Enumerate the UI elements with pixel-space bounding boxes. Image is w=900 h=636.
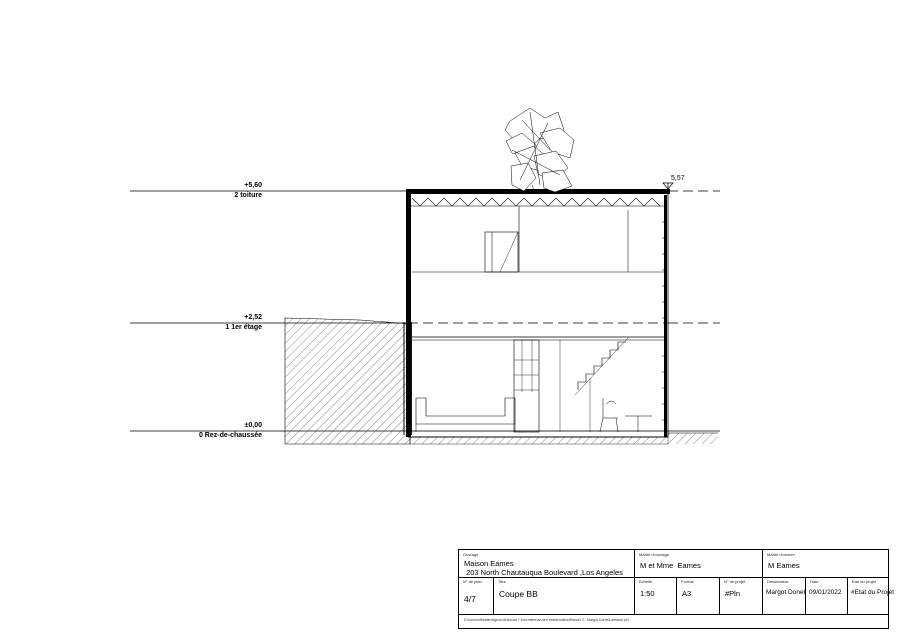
titre-cell: Titre Coupe BB: [493, 577, 634, 614]
projet-value: #Pln: [725, 589, 741, 598]
moa-value: M et Mme Eames: [640, 561, 701, 570]
etat-caption: Etat du projet: [852, 579, 876, 584]
title-block: Ouvrage Maison Eames 203 North Chautauqu…: [458, 549, 894, 629]
level-roof-name: 2 toiture: [234, 192, 262, 199]
date-value: 09/01/2022: [809, 589, 842, 596]
plan-no-value: 4/7: [464, 594, 476, 604]
level-lines: [130, 190, 720, 432]
dessinateur-value: Margot Donet: [766, 589, 806, 596]
projet-caption: N° de projet: [724, 579, 746, 584]
level-ground-value: ±0,00: [244, 422, 262, 429]
etat-value: #Etat du Projet: [851, 589, 894, 596]
roof-level-marker: [662, 182, 674, 190]
echelle-caption: Echelle: [639, 579, 653, 584]
moa-caption: Maître d'ouvrage: [639, 552, 669, 557]
moe-value: M Eames: [768, 561, 800, 570]
plan-no-caption: N° de plan: [463, 579, 482, 584]
ouvrage-name: Maison Eames: [464, 559, 514, 568]
file-path: D:\cours\etheater\signon\Archicad + Arhc…: [464, 618, 629, 622]
roof-mark-label: 5,57: [671, 175, 685, 182]
plan-no-cell: N° de plan 4/7: [459, 577, 493, 614]
etat-cell: Etat du projet #Etat du Projet: [847, 577, 894, 614]
ouvrage-caption: Ouvrage: [463, 552, 479, 557]
titre-caption: Titre: [498, 579, 506, 584]
level-first-floor-name: 1 1er étage: [225, 324, 262, 331]
moa-cell: Maître d'ouvrage M et Mme Eames: [634, 550, 762, 577]
titre-value: Coupe BB: [499, 589, 538, 599]
date-caption: Date: [810, 579, 819, 584]
tree-silhouette: [504, 107, 575, 193]
dessinateur-caption: Dessinateur: [767, 579, 789, 584]
moe-caption: Maître d'oeuvre: [767, 552, 795, 557]
level-roof-value: +5,60: [244, 182, 262, 189]
date-cell: Date 09/01/2022: [805, 577, 847, 614]
ouvrage-address: 203 North Chautauqua Boulevard ,Los Ange…: [464, 568, 623, 577]
dessinateur-cell: Dessinateur Margot Donet: [762, 577, 805, 614]
format-cell: Format A3: [676, 577, 719, 614]
level-ground-name: 0 Rez-de-chaussée: [198, 432, 262, 439]
echelle-value: 1:50: [640, 589, 655, 598]
format-value: A3: [682, 589, 692, 598]
projet-cell: N° de projet #Pln: [719, 577, 762, 614]
echelle-cell: Echelle 1:50: [634, 577, 676, 614]
level-first-floor-value: +2,52: [244, 314, 262, 321]
format-caption: Format: [681, 579, 694, 584]
ground-hatch: [284, 317, 718, 445]
building-section: [403, 189, 670, 438]
moe-cell: Maître d'oeuvre M Eames: [762, 550, 890, 577]
ouvrage-cell: Ouvrage Maison Eames 203 North Chautauqu…: [459, 550, 634, 577]
